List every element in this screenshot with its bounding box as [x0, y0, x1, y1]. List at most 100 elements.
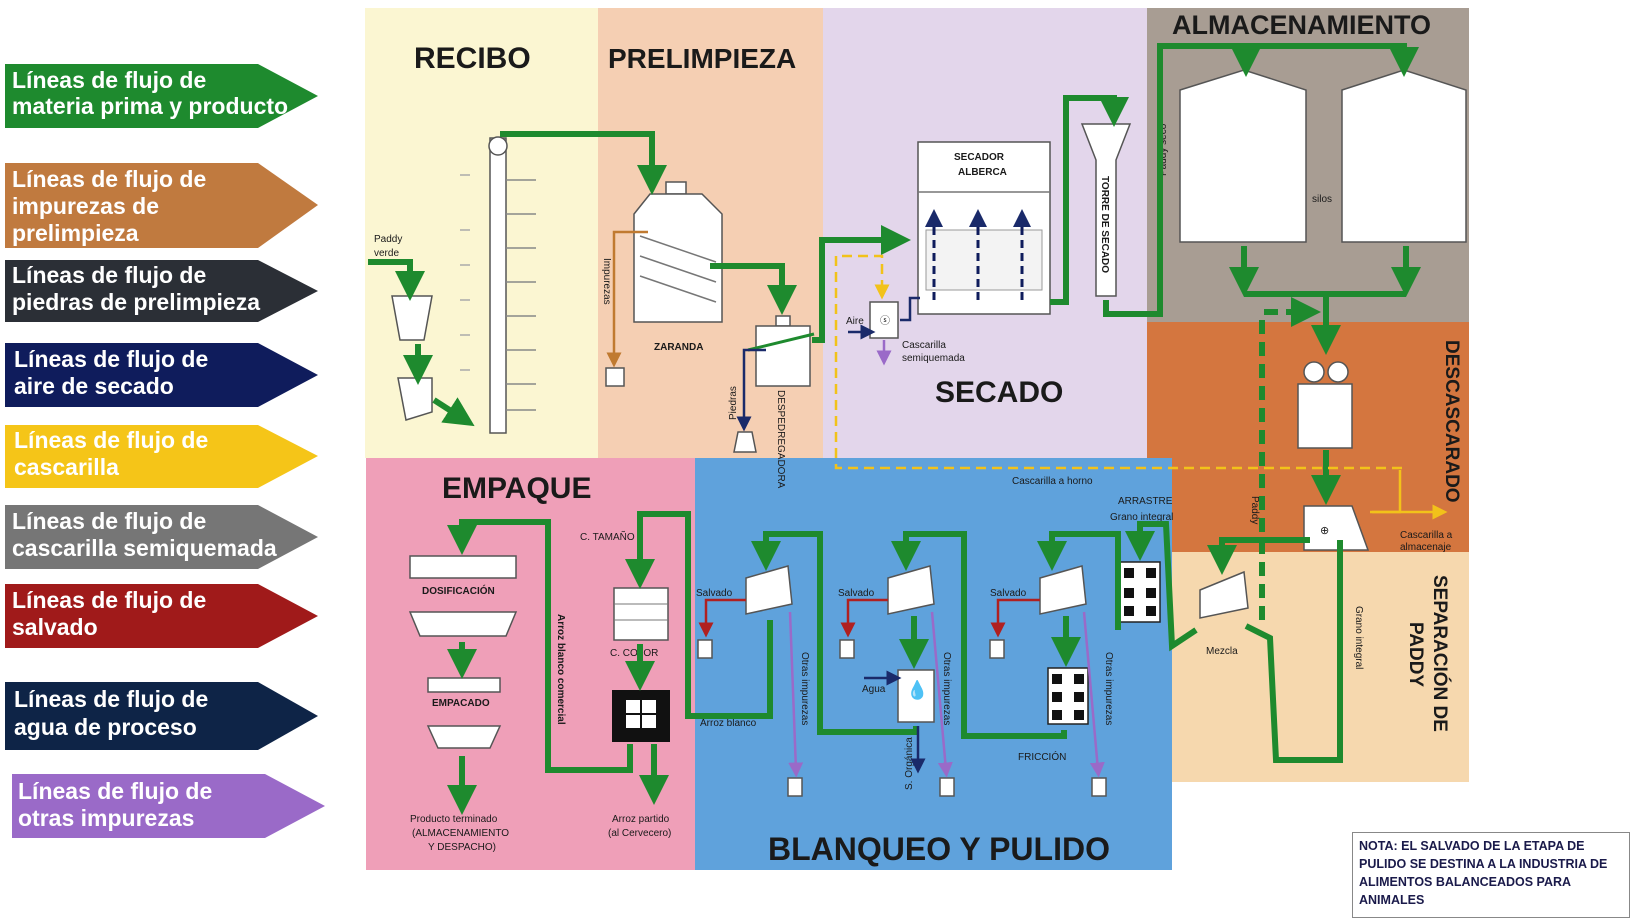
- label-dosificacion: DOSIFICACIÓN: [422, 584, 495, 597]
- legend-label: Líneas de flujo de: [12, 587, 206, 613]
- flow-salvado-3: [990, 598, 1040, 638]
- legend-item-agua: Líneas de flujo de agua de proceso: [5, 682, 318, 750]
- section-title-secado: SECADO: [935, 376, 1063, 409]
- elevator: [460, 136, 536, 434]
- flow-elevator-to-zaranda: [500, 131, 667, 195]
- impurities-bin: [605, 367, 625, 387]
- legend-label: Líneas de flujo de: [12, 262, 206, 288]
- label-arroz-partido-2: (al Cervecero): [608, 828, 671, 839]
- legend-arrow-otras: [12, 774, 325, 838]
- destoner-machine: [747, 315, 815, 387]
- flow-to-whitener-3: [1037, 531, 1121, 630]
- label-cascarilla-horno: Cascarilla a horno: [1012, 476, 1093, 487]
- elevator-body: [489, 137, 507, 434]
- impurity-bin-2: [939, 777, 955, 797]
- label-friccion: FRICCIÓN: [1018, 750, 1066, 763]
- flow-to-arrastre: [1125, 521, 1198, 652]
- label-grano-integral: Grano integral: [1353, 606, 1364, 669]
- legend-label: Líneas de flujo de: [12, 508, 206, 534]
- label-mezcla: Mezcla: [1206, 646, 1238, 657]
- flow-grano-integral: [1244, 540, 1343, 763]
- label-arroz-comercial: Arroz blanco comercial: [555, 614, 566, 725]
- legend-label: Líneas de flujo de: [14, 346, 208, 372]
- friction-polisher: [1047, 667, 1089, 725]
- legend-arrow-cascarilla-semi: [5, 505, 318, 569]
- husker-machine: [1297, 361, 1353, 449]
- drying-tower: [1080, 123, 1132, 297]
- flow-sorter-to-packing: [447, 519, 633, 773]
- section-title-almacenamiento: ALMACENAMIENTO: [1172, 10, 1431, 40]
- flow-silos-branch: [1246, 43, 1419, 77]
- label-s-organica: S. Orgánica: [904, 737, 915, 790]
- flow-impurezas: [606, 230, 648, 368]
- color-sorter: [612, 690, 670, 742]
- label-zaranda: ZARANDA: [654, 342, 703, 353]
- legend-label: impurezas de: [12, 193, 159, 219]
- legend-label: Líneas de flujo de: [18, 778, 212, 804]
- zaranda-machine: [633, 181, 723, 323]
- silo-left: [1179, 69, 1307, 243]
- label-despedregadora: DESPEDREGADORA: [775, 390, 786, 489]
- flow-salvado-2: [840, 598, 888, 638]
- legend-label: materia prima y producto: [12, 93, 288, 119]
- legend-label: agua de proceso: [14, 714, 197, 740]
- label-otras-2: Otras impurezas: [941, 652, 952, 725]
- label-producto-3: Y DESPACHO): [428, 842, 496, 853]
- legend-arrow-materia-prima: [5, 64, 318, 128]
- label-paddy-vertical: Paddy: [1249, 496, 1260, 524]
- legend-arrow-cascarilla: [5, 425, 318, 488]
- label-agua: Agua: [862, 684, 886, 695]
- legend-label: otras impurezas: [18, 805, 194, 831]
- legend-label: salvado: [12, 614, 98, 640]
- legend-item-impurezas: Líneas de flujo de impurezas de prelimpi…: [5, 163, 318, 248]
- legend-item-piedras: Líneas de flujo de piedras de prelimpiez…: [5, 260, 318, 322]
- flow-aspirator-to-separator: [1207, 537, 1310, 575]
- legend-label: Líneas de flujo de: [14, 427, 208, 453]
- label-arroz-blanco: Arroz blanco: [700, 718, 757, 729]
- flow-otras-1: [788, 611, 804, 778]
- legend-label: Líneas de flujo de: [12, 166, 206, 192]
- label-paddy-1: Paddy: [374, 234, 402, 245]
- section-title-separacion-2: PADDY: [1405, 622, 1426, 687]
- label-cascarilla-alm-1: Cascarilla a: [1400, 530, 1453, 541]
- legend: Líneas de flujo de materia prima y produ…: [5, 64, 325, 838]
- flow-dryer-to-tower: [1050, 95, 1129, 305]
- label-arroz-partido-1: Arroz partido: [612, 814, 670, 825]
- section-title-blanqueo: BLANQUEO Y PULIDO: [768, 831, 1110, 867]
- legend-item-otras: Líneas de flujo de otras impurezas: [12, 774, 325, 838]
- label-arrastre-2: Grano integral: [1110, 512, 1173, 523]
- bran-bin-1: [697, 639, 713, 659]
- label-secador-1: SECADOR: [954, 152, 1005, 163]
- section-title-recibo: RECIBO: [414, 42, 531, 75]
- stones-bin: [733, 431, 757, 453]
- label-cascarilla-semi-2: semiquemada: [902, 353, 965, 364]
- section-title-descascarado: DESCASCARADO: [1441, 340, 1462, 503]
- dosing-hoppers-top: [409, 555, 517, 579]
- label-salvado-1: Salvado: [696, 588, 733, 599]
- water-drop-icon: 💧: [906, 679, 928, 701]
- label-paddy-seco: Paddy seco: [1158, 123, 1169, 176]
- legend-item-cascarilla: Líneas de flujo de cascarilla: [5, 425, 318, 488]
- bran-bin-3: [989, 639, 1005, 659]
- dryer-machine: [917, 141, 1051, 315]
- legend-label: prelimpieza: [12, 220, 139, 246]
- flow-friction-to-w2: [891, 531, 1067, 739]
- legend-arrow-piedras: [5, 260, 318, 322]
- legend-label: aire de secado: [14, 373, 174, 399]
- flow-feed-to-elevator: [432, 397, 475, 427]
- label-empacado: EMPACADO: [432, 698, 490, 709]
- label-paddy-2: verde: [374, 248, 399, 259]
- section-blanqueo: [695, 458, 1172, 870]
- legend-label: Líneas de flujo de: [14, 686, 208, 712]
- legend-label: Líneas de flujo de: [12, 67, 206, 93]
- bran-bin-2: [839, 639, 855, 659]
- legend-item-materia-prima: Líneas de flujo de materia prima y produ…: [5, 64, 318, 128]
- legend-arrow-impurezas: [5, 163, 318, 248]
- label-c-color: C. COLOR: [610, 648, 658, 659]
- packing-top: [427, 677, 501, 693]
- conveyor-machine: [1119, 561, 1161, 623]
- label-cascarilla-semi-1: Cascarilla: [902, 340, 946, 351]
- legend-item-aire: Líneas de flujo de aire de secado: [5, 343, 318, 407]
- flow-water-to-w1: [751, 531, 919, 735]
